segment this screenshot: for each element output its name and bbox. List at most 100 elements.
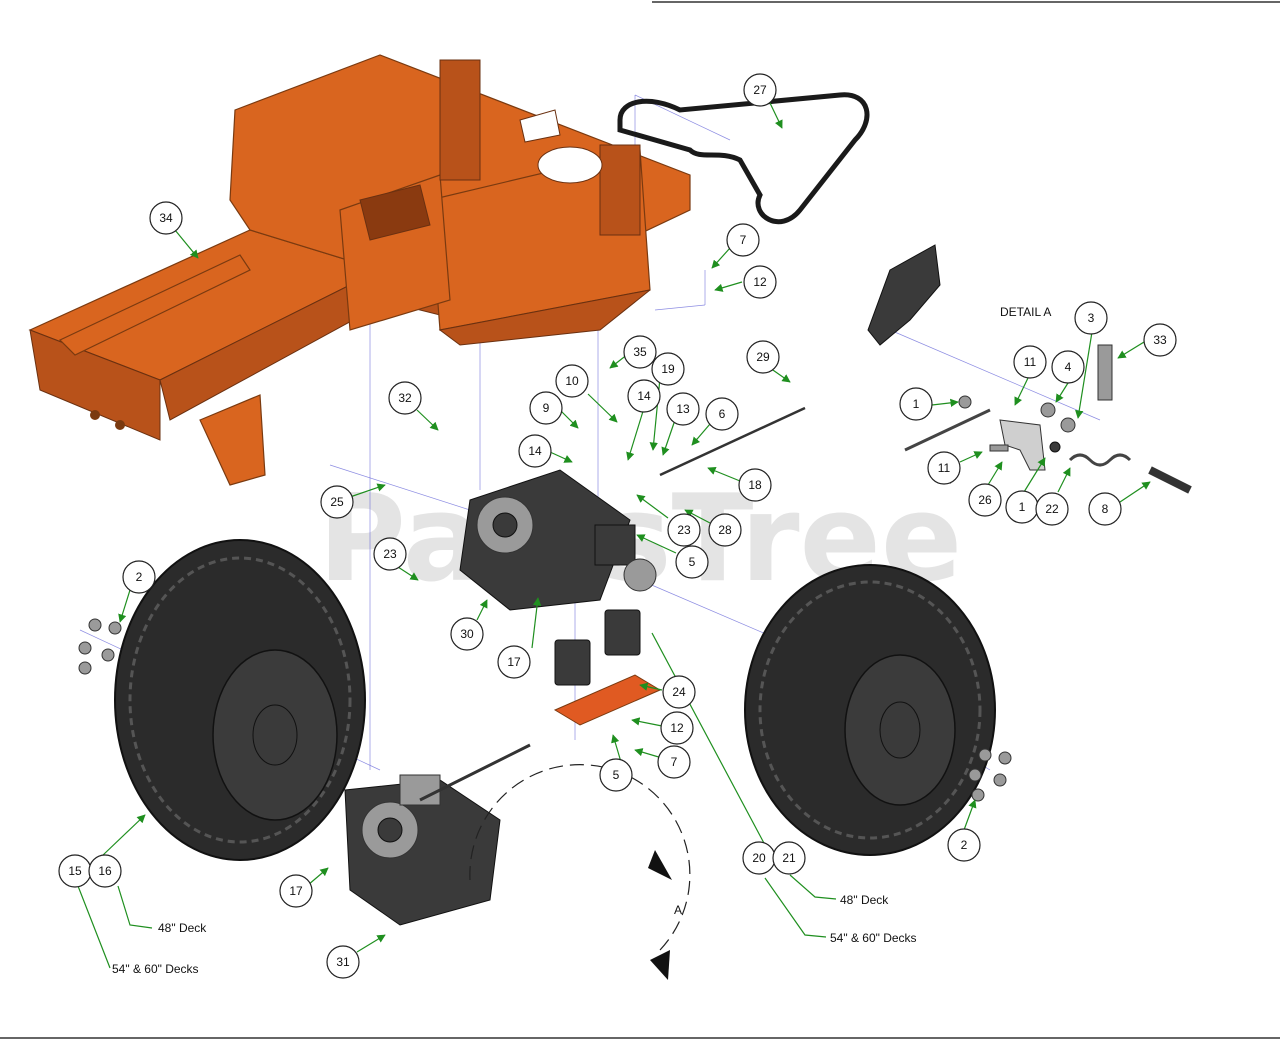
transaxle-lower — [344, 743, 531, 926]
note-right-48-deck: 48" Deck — [840, 893, 889, 907]
leader-note-left-48 — [117, 885, 153, 929]
callout-35: 35 — [623, 335, 657, 369]
callout-5-lower: 5 — [599, 758, 633, 792]
svg-text:6: 6 — [719, 407, 726, 421]
callout-1-left: 1 — [899, 387, 933, 421]
svg-text:15: 15 — [68, 864, 82, 878]
callout-4: 4 — [1051, 350, 1085, 384]
svg-text:12: 12 — [753, 275, 767, 289]
right-tire — [744, 564, 996, 856]
detail-a-arrow-bottom — [650, 950, 670, 980]
callout-11-upper: 11 — [1013, 345, 1047, 379]
callout-23-right: 23 — [667, 513, 701, 547]
callout-2-right: 2 — [947, 828, 981, 862]
transaxle-upper — [459, 469, 657, 611]
svg-text:14: 14 — [528, 444, 542, 458]
callout-3: 3 — [1074, 301, 1108, 335]
svg-text:21: 21 — [782, 851, 796, 865]
note-left-54-60-decks: 54" & 60" Decks — [112, 962, 199, 976]
svg-text:11: 11 — [938, 461, 951, 475]
callout-12-top: 12 — [743, 265, 777, 299]
detail-a-marker: A — [674, 903, 682, 917]
svg-text:35: 35 — [633, 345, 647, 359]
svg-text:3: 3 — [1088, 311, 1095, 325]
note-right-54-60-decks: 54" & 60" Decks — [830, 931, 917, 945]
callout-20: 20 — [742, 841, 776, 875]
rubber-supports — [553, 609, 662, 726]
svg-text:7: 7 — [740, 233, 747, 247]
detail-a-title: DETAIL A — [1000, 305, 1051, 319]
callout-33: 33 — [1143, 323, 1177, 357]
callout-6: 6 — [705, 397, 739, 431]
svg-text:8: 8 — [1102, 502, 1109, 516]
callout-8: 8 — [1088, 492, 1122, 526]
svg-text:28: 28 — [718, 523, 732, 537]
callout-5-upper: 5 — [675, 545, 709, 579]
callout-12-lower: 12 — [660, 711, 694, 745]
svg-text:34: 34 — [159, 211, 173, 225]
callout-28: 28 — [708, 513, 742, 547]
svg-text:12: 12 — [670, 721, 684, 735]
detail-a-parts — [867, 244, 1192, 494]
callout-34: 34 — [149, 201, 183, 235]
svg-text:2: 2 — [961, 838, 968, 852]
callout-9: 9 — [529, 391, 563, 425]
svg-text:11: 11 — [1024, 355, 1037, 369]
drive-belt — [617, 92, 870, 225]
svg-text:29: 29 — [756, 350, 770, 364]
callout-19: 19 — [651, 352, 685, 386]
callout-16: 16 — [88, 854, 122, 888]
callout-25: 25 — [320, 485, 354, 519]
svg-text:23: 23 — [383, 547, 397, 561]
svg-text:25: 25 — [330, 495, 344, 509]
svg-text:14: 14 — [637, 389, 651, 403]
svg-text:4: 4 — [1065, 360, 1072, 374]
svg-text:27: 27 — [753, 83, 767, 97]
callout-11-lower: 11 — [927, 451, 961, 485]
leader-note-right-54 — [764, 877, 827, 938]
callout-29: 29 — [746, 340, 780, 374]
svg-text:17: 17 — [507, 655, 521, 669]
callout-17-lower: 17 — [279, 874, 313, 908]
callout-14-upper: 14 — [627, 379, 661, 413]
svg-text:1: 1 — [1019, 500, 1026, 514]
svg-text:17: 17 — [289, 884, 303, 898]
svg-text:24: 24 — [672, 685, 686, 699]
callout-21: 21 — [772, 841, 806, 875]
note-left-48-deck: 48" Deck — [158, 921, 207, 935]
svg-text:10: 10 — [565, 374, 579, 388]
svg-text:1: 1 — [913, 397, 920, 411]
callout-31: 31 — [326, 945, 360, 979]
callout-2-left: 2 — [122, 560, 156, 594]
detail-a-arrow-top — [648, 850, 672, 880]
lug-nuts-right — [968, 748, 1012, 802]
callout-7-top: 7 — [726, 223, 760, 257]
svg-text:16: 16 — [98, 864, 112, 878]
svg-text:23: 23 — [677, 523, 691, 537]
callout-26: 26 — [968, 483, 1002, 517]
callout-22: 22 — [1035, 492, 1069, 526]
callout-15: 15 — [58, 854, 92, 888]
callout-32: 32 — [388, 381, 422, 415]
control-rod — [659, 406, 806, 477]
svg-text:9: 9 — [543, 401, 550, 415]
svg-text:19: 19 — [661, 362, 675, 376]
callout-24: 24 — [662, 675, 696, 709]
svg-text:32: 32 — [398, 391, 412, 405]
svg-text:31: 31 — [336, 955, 350, 969]
leader-lines — [101, 102, 1151, 953]
chassis-frame — [28, 54, 691, 486]
callout-7-lower: 7 — [657, 745, 691, 779]
svg-text:7: 7 — [671, 755, 678, 769]
svg-text:18: 18 — [748, 478, 762, 492]
svg-text:2: 2 — [136, 570, 143, 584]
callout-17-upper: 17 — [497, 645, 531, 679]
svg-text:5: 5 — [613, 768, 620, 782]
svg-text:26: 26 — [978, 493, 992, 507]
svg-text:30: 30 — [460, 627, 474, 641]
callouts: 27 34 7 12 35 10 19 29 9 14 13 6 14 32 1… — [58, 73, 1177, 979]
callout-30: 30 — [450, 617, 484, 651]
callout-18: 18 — [738, 468, 772, 502]
callout-27: 27 — [743, 73, 777, 107]
leader-note-right-48 — [789, 874, 837, 900]
